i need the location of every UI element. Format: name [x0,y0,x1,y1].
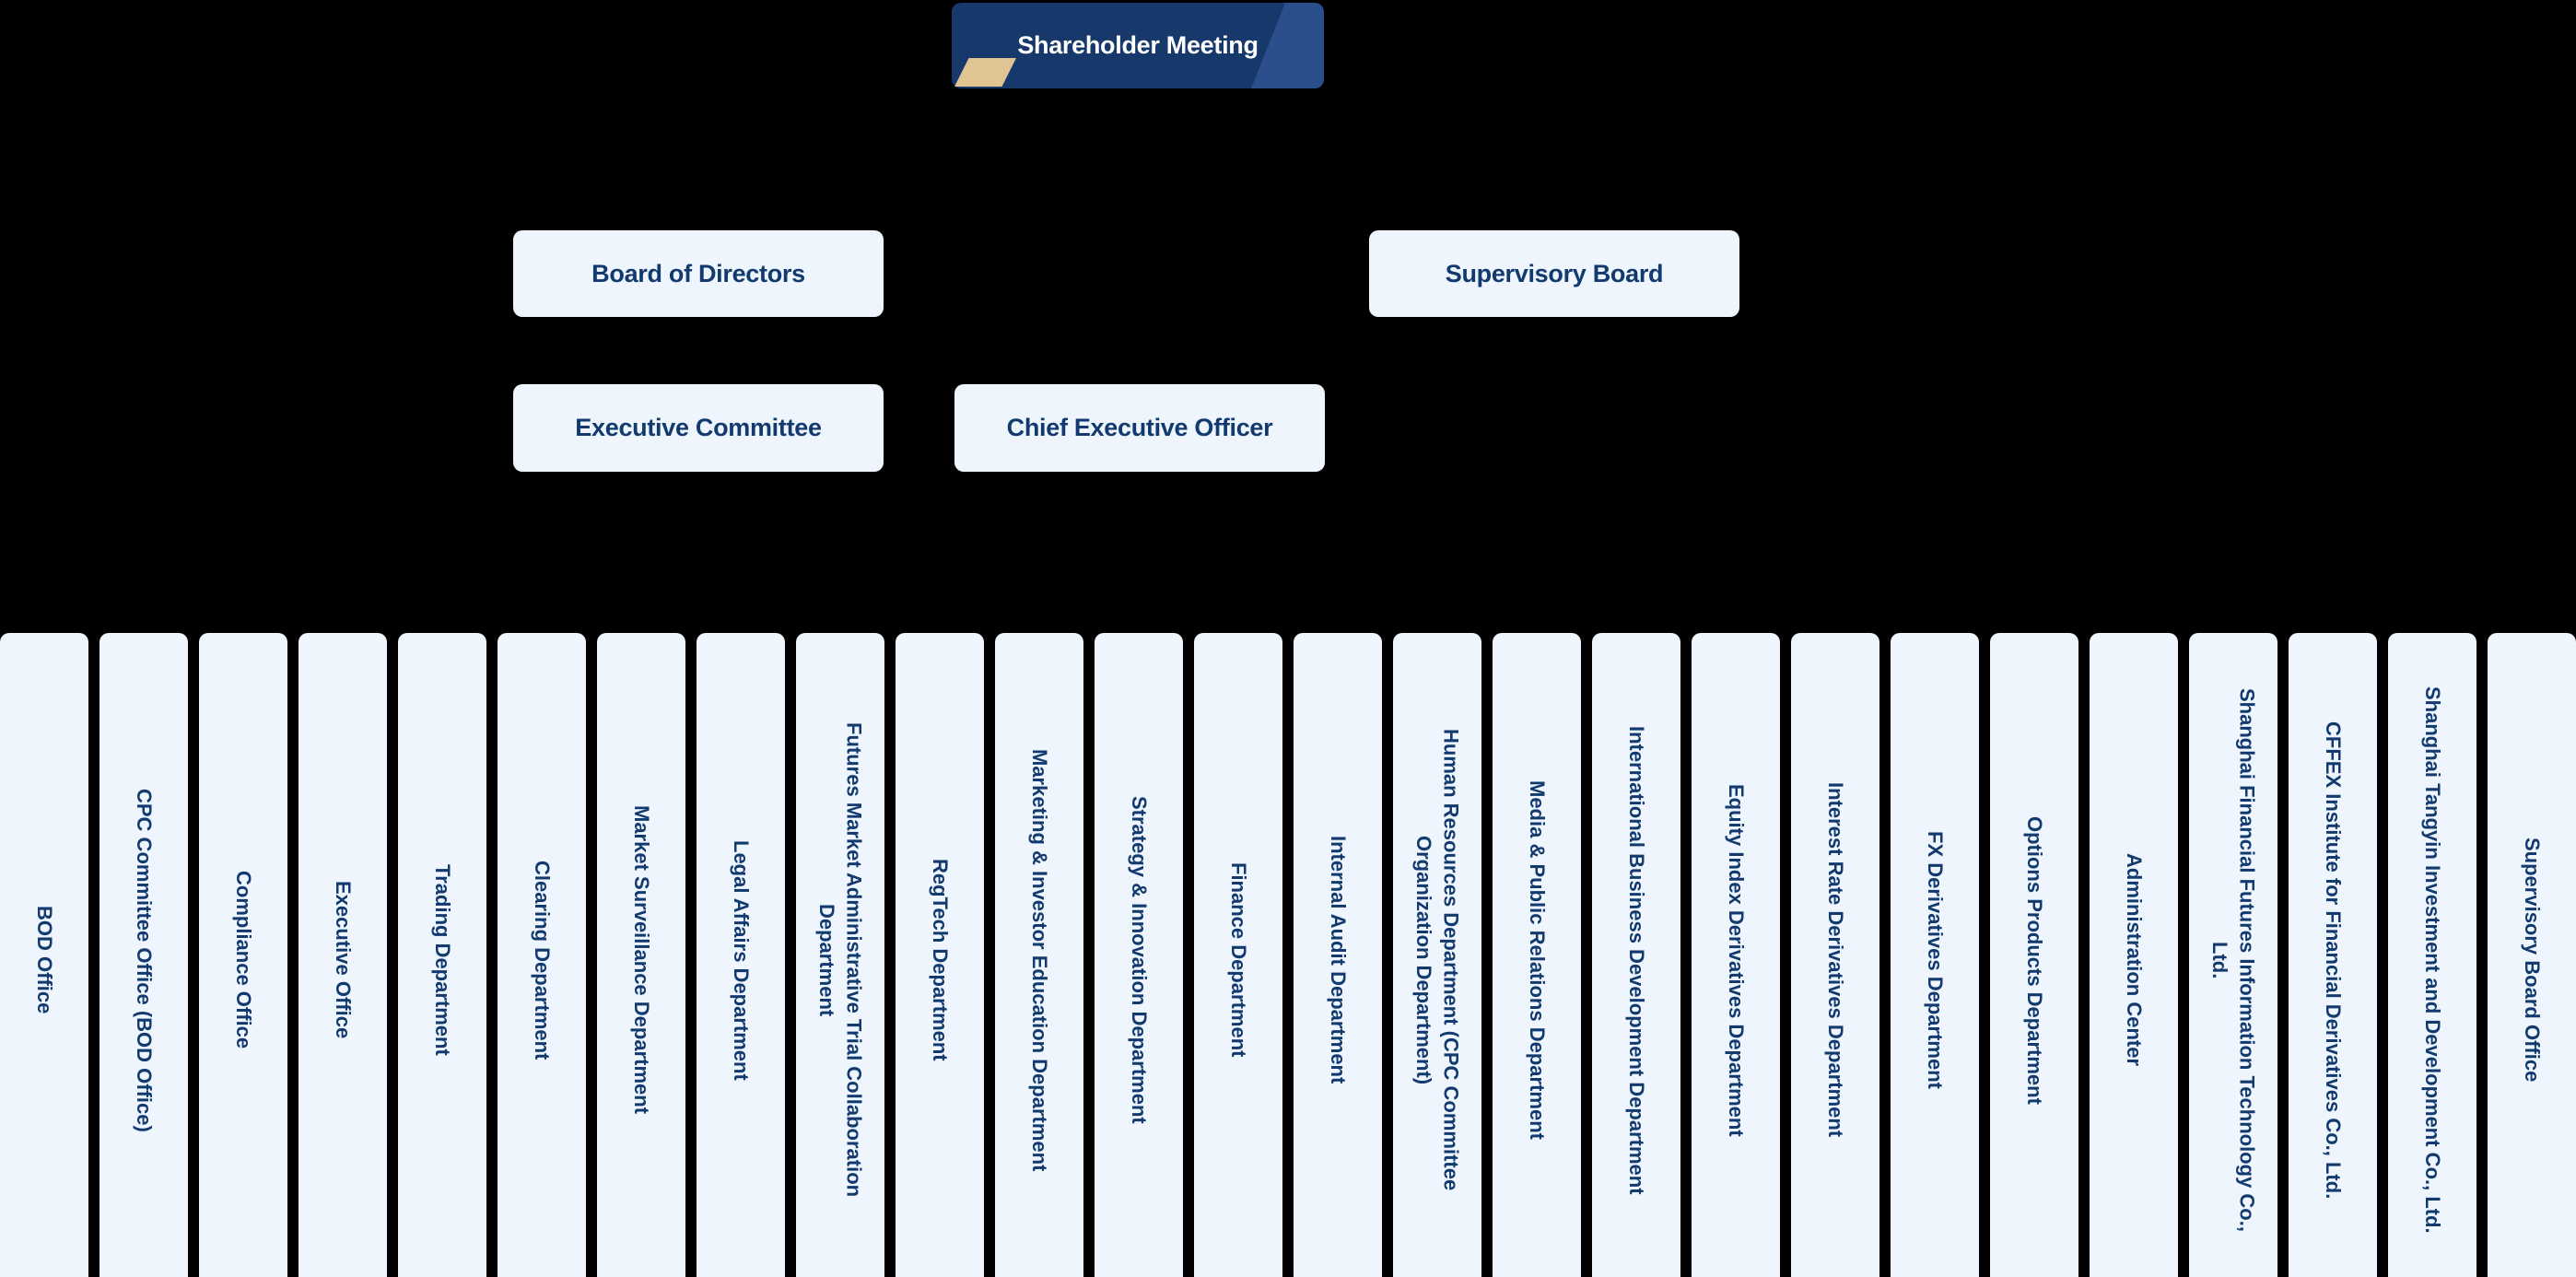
department-label: Media & Public Relations Department [1525,780,1549,1140]
department-box: Supervisory Board Office [2488,633,2576,1277]
department-label: Clearing Department [530,860,554,1060]
department-label: Internal Audit Department [1326,836,1350,1084]
department-box: Internal Audit Department [1294,633,1382,1277]
department-box: CFFEX Institute for Financial Derivative… [2289,633,2377,1277]
department-box: Marketing & Investor Education Departmen… [995,633,1083,1277]
department-box: Futures Market Administrative Trial Coll… [796,633,884,1277]
node-shareholder-meeting: Shareholder Meeting [952,3,1324,88]
department-box: Media & Public Relations Department [1493,633,1581,1277]
department-label: Legal Affairs Department [729,839,753,1081]
department-box: Shanghai Tangyin Investment and Developm… [2388,633,2476,1277]
department-box: Shanghai Financial Futures Information T… [2189,633,2277,1277]
department-label: CPC Committee Office (BOD Office) [132,788,156,1132]
department-label: RegTech Department [928,859,952,1061]
department-box: Trading Department [398,633,486,1277]
department-box: Legal Affairs Department [697,633,785,1277]
department-box: Compliance Office [199,633,287,1277]
department-label: Shanghai Tangyin Investment and Developm… [2420,686,2444,1234]
department-label: Interest Rate Derivatives Department [1823,782,1847,1138]
department-label: Shanghai Financial Futures Information T… [2208,688,2259,1232]
department-label: Finance Department [1226,862,1250,1058]
department-label: Options Products Department [2022,815,2046,1105]
department-box: Strategy & Innovation Department [1095,633,1183,1277]
department-label: Strategy & Innovation Department [1127,796,1151,1124]
department-label: CFFEX Institute for Financial Derivative… [2321,721,2345,1200]
department-box: Finance Department [1194,633,1282,1277]
node-board-of-directors: Board of Directors [513,230,884,317]
department-box: Equity Index Derivatives Department [1692,633,1780,1277]
department-box: FX Derivatives Department [1891,633,1979,1277]
node-label: Chief Executive Officer [1006,414,1273,441]
department-box: CPC Committee Office (BOD Office) [100,633,188,1277]
department-box: Administration Center [2090,633,2178,1277]
department-box: Human Resources Department (CPC Committe… [1393,633,1481,1277]
department-box: Market Surveillance Department [597,633,685,1277]
department-label: Trading Department [430,864,454,1056]
department-label: FX Derivatives Department [1923,831,1947,1089]
node-chief-executive-officer: Chief Executive Officer [954,384,1325,472]
department-label: Equity Index Derivatives Department [1724,783,1748,1137]
department-label: Human Resources Department (CPC Committe… [1412,729,1463,1191]
node-label: Supervisory Board [1445,259,1664,287]
node-supervisory-board: Supervisory Board [1369,230,1739,317]
node-executive-committee: Executive Committee [513,384,884,472]
department-label: Futures Market Administrative Trial Coll… [815,722,866,1198]
departments-row: BOD Office CPC Committee Office (BOD Off… [0,633,2576,1277]
gold-parallelogram-decoration [954,58,1016,87]
department-box: Clearing Department [498,633,586,1277]
department-label: Marketing & Investor Education Departmen… [1027,748,1051,1172]
node-label: Board of Directors [591,259,805,287]
node-label: Shareholder Meeting [1017,31,1259,59]
department-box: International Business Development Depar… [1592,633,1680,1277]
department-box: Executive Office [299,633,387,1277]
department-label: Market Surveillance Department [629,805,653,1115]
department-box: BOD Office [0,633,88,1277]
department-label: Supervisory Board Office [2520,838,2544,1083]
department-label: Compliance Office [231,871,255,1049]
department-label: Administration Center [2122,853,2146,1067]
department-label: International Business Development Depar… [1624,725,1648,1195]
department-box: Options Products Department [1990,633,2078,1277]
department-label: BOD Office [32,906,56,1014]
department-label: Executive Office [331,881,355,1039]
department-box: Interest Rate Derivatives Department [1791,633,1879,1277]
department-box: RegTech Department [896,633,984,1277]
node-label: Executive Committee [575,414,822,441]
